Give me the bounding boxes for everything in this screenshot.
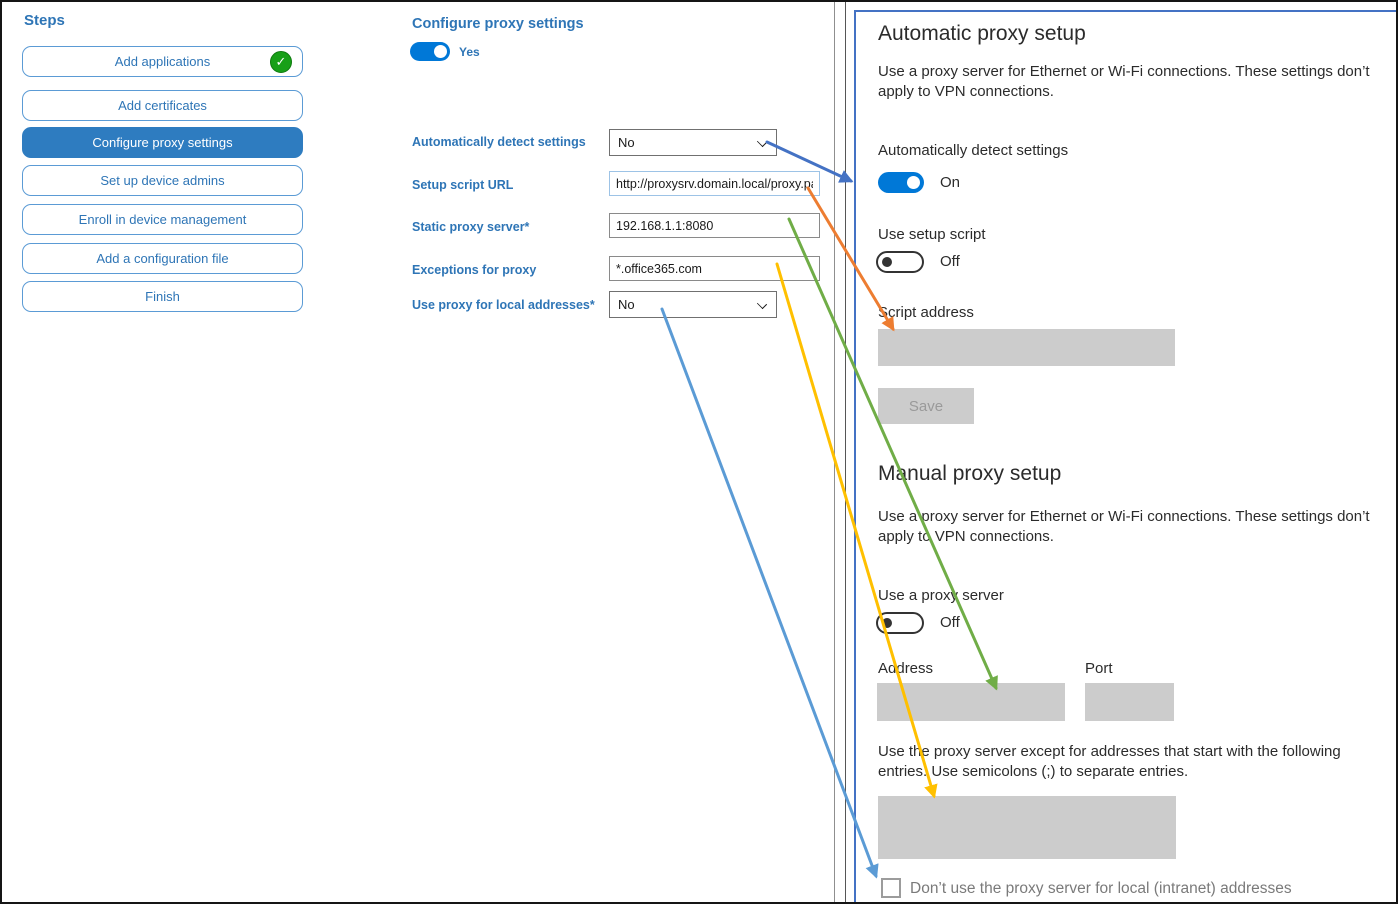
static-proxy-server-label: Static proxy server* <box>412 220 530 234</box>
auto-detect-select[interactable]: No <box>609 129 777 156</box>
use-proxy-local-select[interactable]: No <box>609 291 777 318</box>
address-input[interactable] <box>877 683 1065 721</box>
use-proxy-local-select-value: No <box>618 297 635 312</box>
proxy-exceptions-textarea[interactable] <box>878 796 1176 859</box>
use-proxy-server-label: Use a proxy server <box>878 587 1004 604</box>
use-proxy-server-toggle[interactable] <box>876 612 924 634</box>
script-address-input[interactable] <box>878 329 1175 366</box>
setup-script-url-label: Setup script URL <box>412 178 514 192</box>
completed-check-icon: ✓ <box>270 50 292 73</box>
step-finish[interactable]: Finish <box>22 281 303 312</box>
step-label: Add certificates <box>118 98 207 113</box>
toggle-knob <box>434 45 447 58</box>
step-label: Enroll in device management <box>78 212 247 227</box>
toggle-knob <box>882 618 892 628</box>
win-auto-detect-toggle[interactable] <box>878 172 924 193</box>
auto-detect-label: Automatically detect settings <box>412 135 586 149</box>
exceptions-for-proxy-label: Exceptions for proxy <box>412 263 537 277</box>
port-input[interactable] <box>1085 683 1174 721</box>
proxy-exceptions-hint: Use the proxy server except for addresse… <box>878 743 1341 780</box>
win-auto-detect-state: On <box>940 174 961 191</box>
use-proxy-server-state: Off <box>940 614 960 631</box>
chevron-down-icon <box>756 136 768 148</box>
manual-proxy-description: Use a proxy server for Ethernet or Wi-Fi… <box>878 508 1370 545</box>
static-proxy-server-input[interactable] <box>609 213 820 238</box>
script-address-label: Script address <box>878 304 974 321</box>
column-divider-line <box>834 2 835 902</box>
step-label: Add a configuration file <box>96 251 229 266</box>
column-divider-line <box>845 2 846 902</box>
automatic-proxy-setup-heading: Automatic proxy setup <box>878 22 1086 45</box>
chevron-down-icon <box>756 298 768 310</box>
step-add-certificates[interactable]: Add certificates <box>22 90 303 121</box>
configure-proxy-toggle-state: Yes <box>459 45 480 59</box>
form-title: Configure proxy settings <box>412 16 584 32</box>
use-setup-script-state: Off <box>940 253 960 270</box>
exceptions-for-proxy-input[interactable] <box>609 256 820 281</box>
win-auto-detect-label: Automatically detect settings <box>878 142 1069 159</box>
use-proxy-local-label: Use proxy for local addresses* <box>412 298 595 312</box>
automatic-proxy-description: Use a proxy server for Ethernet or Wi-Fi… <box>878 63 1370 100</box>
step-set-up-device-admins[interactable]: Set up device admins <box>22 165 303 196</box>
port-label: Port <box>1085 660 1113 677</box>
address-label: Address <box>878 660 934 677</box>
use-setup-script-toggle[interactable] <box>876 251 924 273</box>
configure-proxy-toggle[interactable] <box>410 42 450 61</box>
step-configure-proxy-settings[interactable]: Configure proxy settings <box>22 127 303 158</box>
step-add-configuration-file[interactable]: Add a configuration file <box>22 243 303 274</box>
step-label: Add applications <box>114 54 211 69</box>
local-intranet-checkbox-label: Don’t use the proxy server for local (in… <box>910 880 1292 897</box>
toggle-knob <box>882 257 892 267</box>
step-add-applications[interactable]: Add applications ✓ <box>22 46 303 77</box>
toggle-knob <box>907 176 920 189</box>
setup-script-url-input[interactable] <box>609 171 820 196</box>
steps-title: Steps <box>24 12 65 29</box>
step-label: Configure proxy settings <box>92 135 233 150</box>
arrow-local-addresses <box>660 307 879 879</box>
step-label: Set up device admins <box>100 173 225 188</box>
step-label: Finish <box>145 289 180 304</box>
use-setup-script-label: Use setup script <box>878 226 986 243</box>
local-intranet-checkbox[interactable] <box>881 878 901 898</box>
auto-detect-select-value: No <box>618 135 635 150</box>
manual-proxy-setup-heading: Manual proxy setup <box>878 462 1062 485</box>
step-enroll-device-management[interactable]: Enroll in device management <box>22 204 303 235</box>
save-button[interactable]: Save <box>878 388 974 424</box>
